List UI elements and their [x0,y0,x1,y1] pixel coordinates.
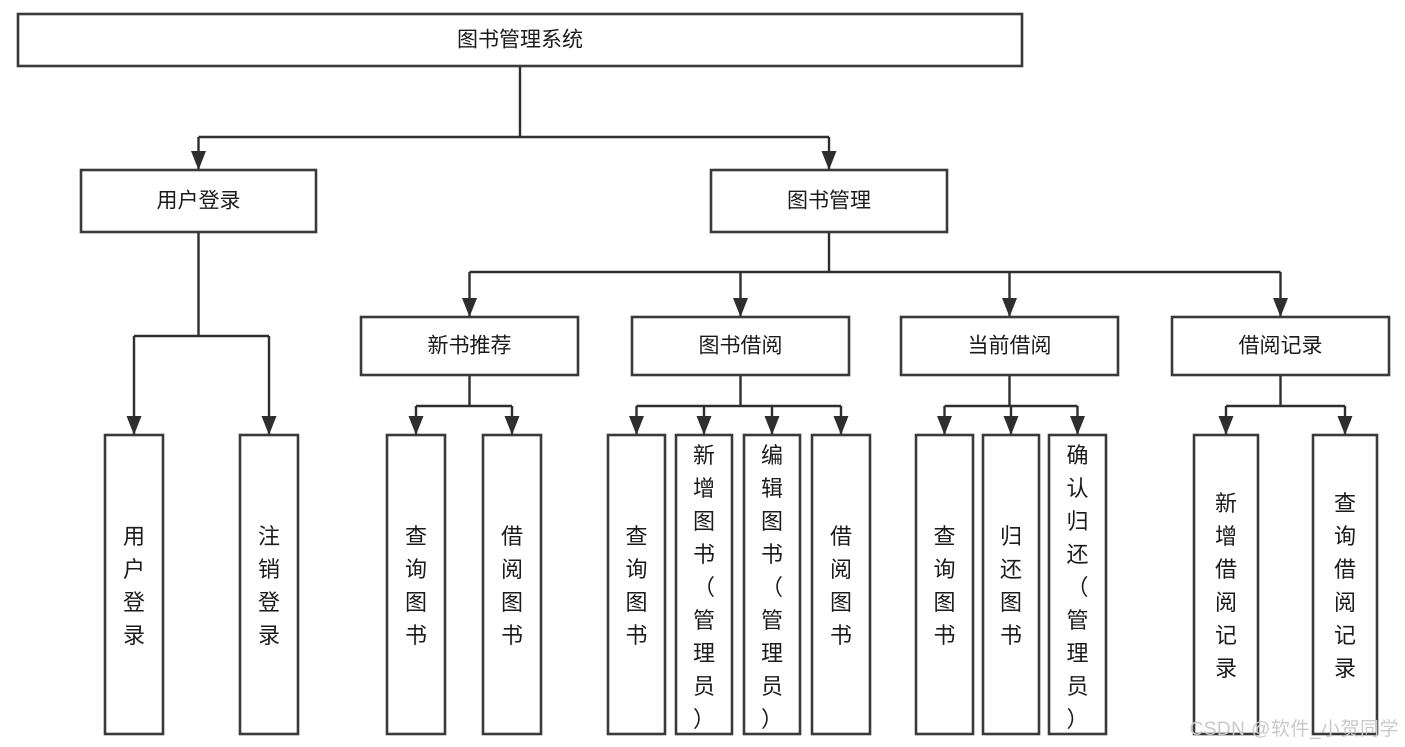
node-box [981,433,1041,736]
arrow-head-icon [1070,416,1085,435]
node-leaf-add-record[interactable]: 新增借阅记录 [1192,433,1260,736]
node-label: 借阅图书 [501,524,523,648]
arrow-head-icon [1218,416,1234,435]
node-label: 查询借阅记录 [1334,491,1356,681]
node-leaf-confirm-return[interactable]: 确认归还（管理员） [1047,433,1108,736]
node-label: 图书管理 [787,190,871,213]
node-label: 新书推荐 [428,335,512,358]
node-box [1170,315,1391,377]
node-leaf-query-book-3[interactable]: 查询图书 [914,433,975,736]
node-box [709,168,949,234]
arrow-head-icon [821,151,837,170]
node-label: 新增借阅记录 [1215,491,1237,681]
node-box [79,168,318,234]
node-box [742,433,802,736]
node-leaf-edit-book[interactable]: 编辑图书（管理员） [742,433,802,736]
arrow-head-icon [733,298,748,317]
arrow-head-icon [126,416,142,435]
node-box [630,315,851,377]
node-box [1047,433,1108,736]
arrow-head-icon [764,416,780,435]
connector-layer [126,66,1353,435]
node-label: 查询图书 [405,524,427,648]
arrow-head-icon [191,151,206,170]
arrow-head-icon [696,416,712,435]
node-leaf-user-login[interactable]: 用户登录 [103,433,165,736]
node-leaf-user-logout[interactable]: 注销登录 [238,433,300,736]
node-label: 确认归还（管理员） [1066,443,1088,732]
node-box [103,433,165,736]
arrow-head-icon [462,298,477,317]
node-book-manage[interactable]: 图书管理 [709,168,949,234]
node-label: 归还图书 [1000,524,1022,648]
node-leaf-add-book[interactable]: 新增图书（管理员） [674,433,734,736]
node-leaf-borrow-book-1[interactable]: 借阅图书 [481,433,543,736]
node-box [481,433,543,736]
node-leaf-query-book-2[interactable]: 查询图书 [606,433,667,736]
node-box [810,433,872,736]
node-box [674,433,734,736]
node-new-book-rec[interactable]: 新书推荐 [359,315,580,377]
node-leaf-query-book-1[interactable]: 查询图书 [385,433,447,736]
node-label: 用户登录 [157,190,241,213]
node-box [16,12,1024,68]
arrow-head-icon [1337,416,1353,435]
node-label: 编辑图书（管理员） [761,443,783,732]
node-label: 新增图书（管理员） [693,443,715,732]
node-root[interactable]: 图书管理系统 [16,12,1024,68]
node-leaf-query-record[interactable]: 查询借阅记录 [1311,433,1379,736]
node-box [606,433,667,736]
node-current-borrow[interactable]: 当前借阅 [899,315,1120,377]
node-label: 图书管理系统 [457,29,583,52]
node-label: 借阅记录 [1239,335,1323,358]
arrow-head-icon [629,416,644,435]
arrow-head-icon [408,416,424,435]
arrow-head-icon [937,416,952,435]
node-box [359,315,580,377]
node-box [899,315,1120,377]
node-box [385,433,447,736]
node-label: 借阅图书 [830,524,852,648]
node-borrow-record[interactable]: 借阅记录 [1170,315,1391,377]
node-label: 用户登录 [123,524,145,648]
arrow-head-icon [261,416,277,435]
node-box [1192,433,1260,736]
node-layer: 图书管理系统用户登录图书管理新书推荐图书借阅当前借阅借阅记录用户登录注销登录查询… [16,12,1391,736]
node-box [914,433,975,736]
arrow-head-icon [1002,298,1017,317]
node-label: 注销登录 [258,524,280,648]
node-label: 当前借阅 [968,335,1052,358]
arrow-head-icon [1273,298,1288,317]
arrow-head-icon [504,416,520,435]
arrow-head-icon [833,416,849,435]
node-label: 查询图书 [933,524,955,648]
node-box [238,433,300,736]
node-leaf-return-book[interactable]: 归还图书 [981,433,1041,736]
node-label: 查询图书 [625,524,647,648]
node-leaf-borrow-book-2[interactable]: 借阅图书 [810,433,872,736]
node-user-login[interactable]: 用户登录 [79,168,318,234]
arrow-head-icon [1003,416,1019,435]
node-box [1311,433,1379,736]
node-book-borrow[interactable]: 图书借阅 [630,315,851,377]
node-label: 图书借阅 [699,335,783,358]
